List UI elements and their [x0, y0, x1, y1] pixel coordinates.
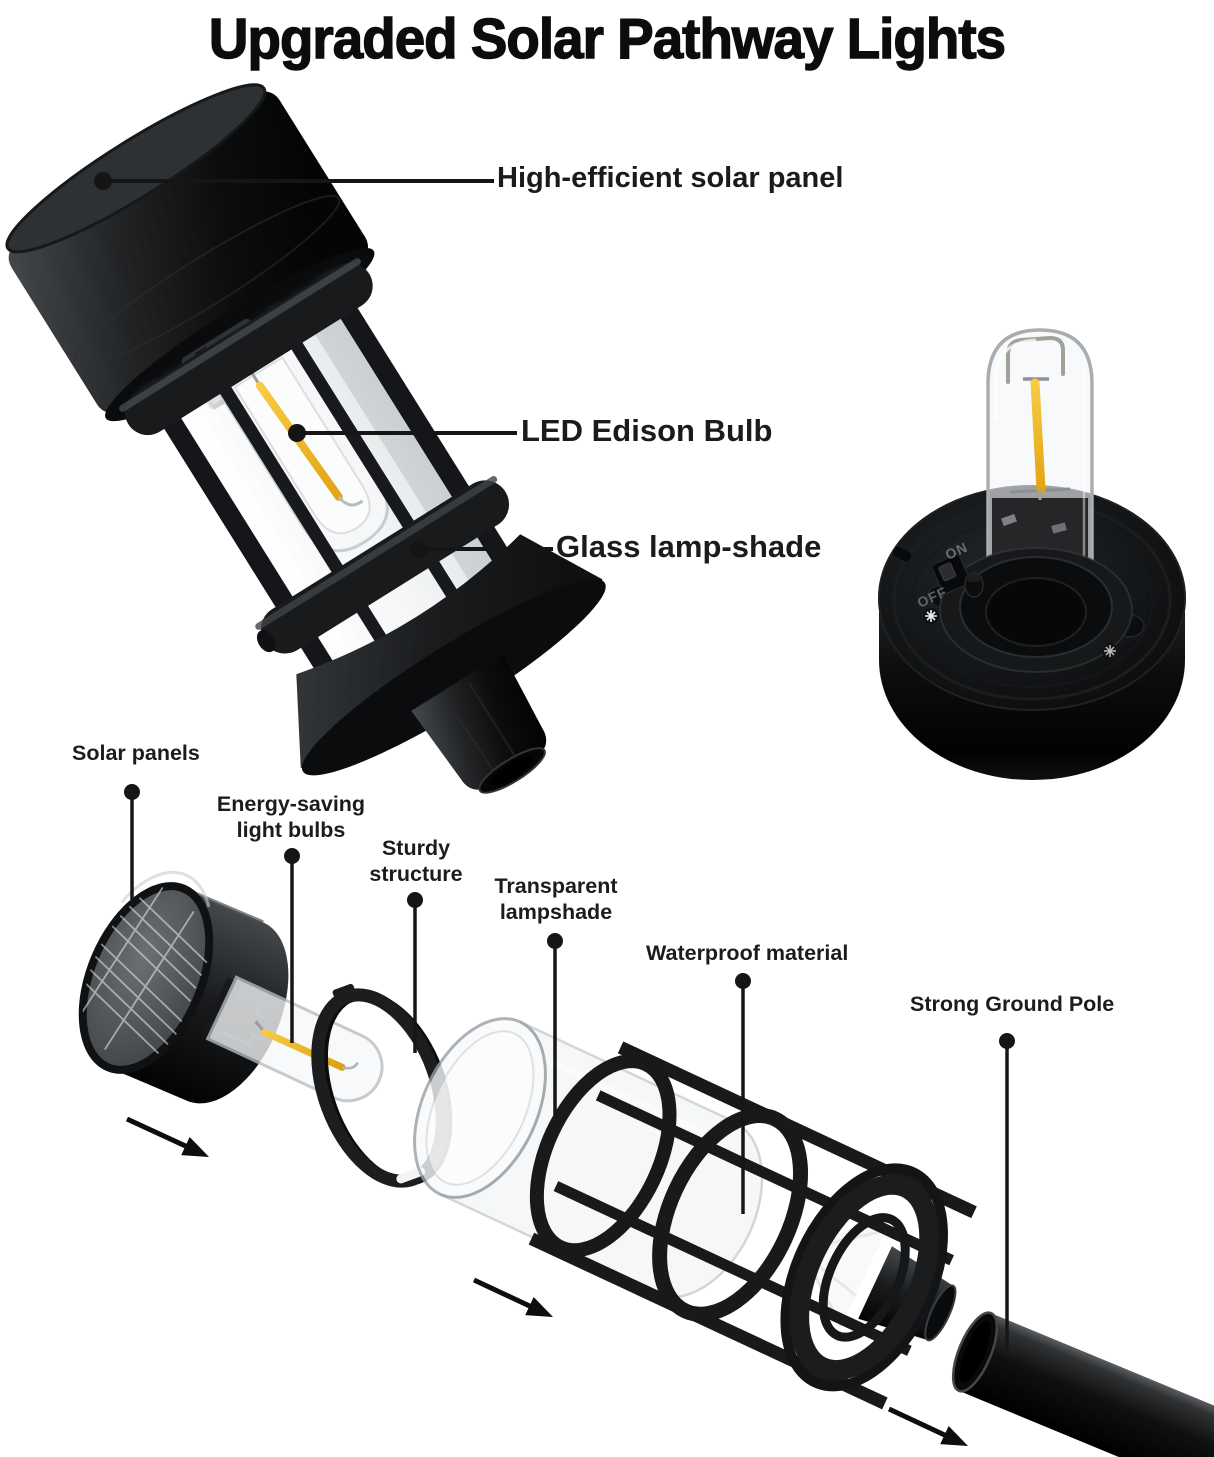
- lantern-product-render: [5, 83, 606, 794]
- power-switch[interactable]: [930, 553, 972, 595]
- callout-transparent-lampshade: Transparent lampshade: [494, 874, 618, 925]
- callout-ground-pole: Strong Ground Pole: [910, 992, 1115, 1016]
- base-unit-render: ON OFF: [878, 328, 1186, 780]
- lantern-cage: [119, 258, 516, 681]
- callout-solar-panels: Solar panels: [72, 741, 200, 765]
- base-unit-bulb: [986, 328, 1094, 578]
- screw-right: [1102, 643, 1118, 659]
- lantern-bottom-cone: [296, 534, 606, 794]
- callout-led-bulb: LED Edison Bulb: [521, 413, 773, 448]
- page-title: Upgraded Solar Pathway Lights: [208, 6, 1006, 71]
- exploded-bulb: [202, 975, 384, 1103]
- led-filament: [1030, 378, 1046, 494]
- screw-left: [923, 608, 939, 624]
- callout-sturdy-structure: Sturdy structure: [369, 836, 463, 887]
- exploded-cage: [528, 1041, 977, 1410]
- led-filament: [261, 1028, 346, 1071]
- assembly-arrow-2: [472, 1277, 553, 1317]
- leader-lines-bottom: [124, 784, 1015, 1348]
- callout-lamp-shade: Glass lamp-shade: [556, 529, 822, 564]
- base-socket: [927, 547, 1145, 673]
- solar-panel-grid: [79, 884, 208, 1061]
- exploded-glass-cylinder: [413, 1017, 764, 1299]
- assembly-arrow-3: [887, 1406, 968, 1446]
- assembly-arrow-1: [125, 1116, 209, 1157]
- exploded-solar-cap: [78, 870, 289, 1104]
- exploded-ground-pole: [951, 1311, 1214, 1457]
- callout-energy-saving: Energy-saving light bulbs: [216, 792, 366, 843]
- callout-waterproof-material: Waterproof material: [646, 941, 849, 965]
- leader-lines-top: [94, 172, 553, 558]
- callout-solar-panel: High-efficient solar panel: [497, 162, 844, 194]
